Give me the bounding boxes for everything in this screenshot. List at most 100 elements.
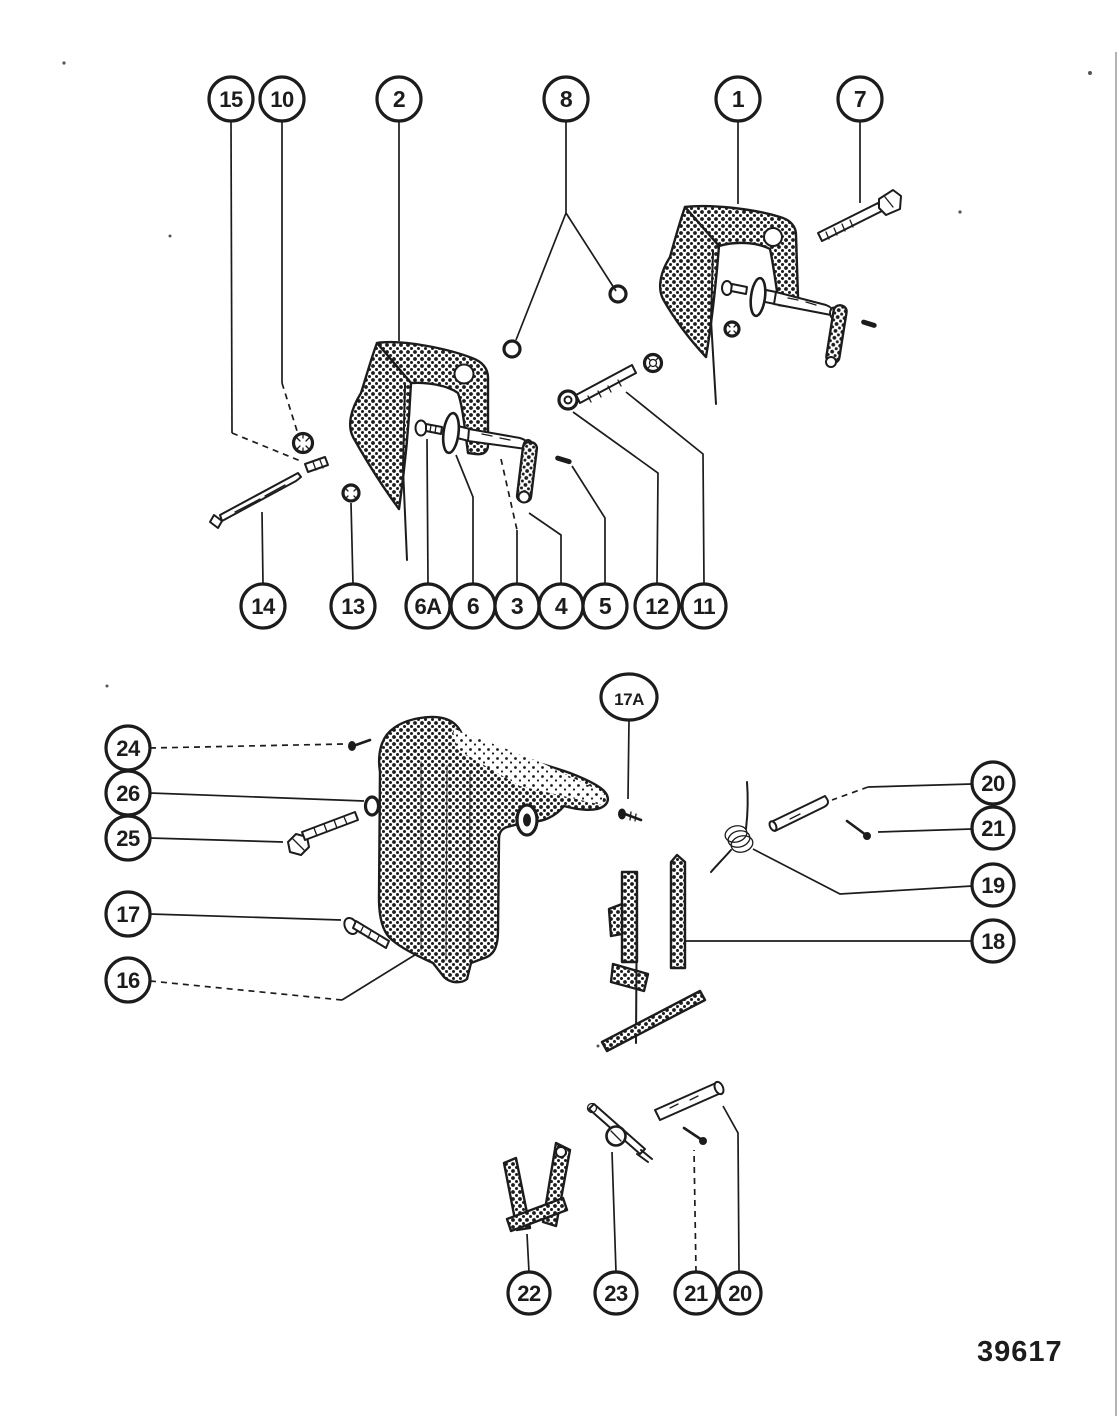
callout-number-21b: 21 bbox=[684, 1281, 708, 1306]
part-13-nut bbox=[341, 483, 361, 503]
part-23-pivot-pin-with-cotter bbox=[586, 1102, 653, 1163]
callout-11: 11 bbox=[625, 391, 728, 630]
part-6a-pad-screw-stbd bbox=[721, 280, 748, 296]
leader-line-3 bbox=[500, 458, 518, 531]
leader-line-8 bbox=[565, 212, 617, 292]
callout-number-5: 5 bbox=[599, 593, 612, 619]
callout-balloon-12 bbox=[633, 582, 681, 630]
part-2-clamp-bracket-port bbox=[349, 340, 490, 561]
callout-number-2: 2 bbox=[393, 86, 405, 112]
callout-number-1: 1 bbox=[732, 86, 745, 112]
callout-balloon-25 bbox=[104, 814, 152, 862]
part-24-screw bbox=[348, 738, 372, 751]
callout-number-25: 25 bbox=[116, 826, 140, 851]
callout-number-4: 4 bbox=[555, 593, 568, 619]
callout-balloon-19 bbox=[970, 862, 1016, 908]
part-8-seal-ring-left bbox=[502, 339, 522, 359]
callout-24: 24 bbox=[104, 724, 345, 772]
callout-number-22: 22 bbox=[517, 1281, 541, 1306]
bracket-bolt-hole bbox=[453, 363, 475, 385]
callout-14: 14 bbox=[239, 511, 287, 630]
callout-1: 1 bbox=[714, 75, 762, 204]
callout-number-14: 14 bbox=[251, 594, 276, 619]
part-6-clamp-screw-pad-stbd bbox=[749, 276, 777, 318]
leader-line-16 bbox=[149, 980, 343, 1001]
scan-specks bbox=[62, 61, 1092, 1048]
leader-line-21b bbox=[693, 1149, 697, 1273]
callout-17: 17 bbox=[104, 890, 342, 938]
part-25-bolt bbox=[287, 811, 359, 856]
callout-number-18: 18 bbox=[981, 929, 1005, 954]
callout-number-11: 11 bbox=[693, 594, 716, 619]
part-20-pivot-pin bbox=[768, 795, 829, 832]
leader-line-17A bbox=[627, 719, 630, 800]
part-5-pin bbox=[555, 455, 572, 465]
callout-number-3: 3 bbox=[511, 593, 523, 619]
part-16-swivel-bracket bbox=[377, 715, 610, 984]
leader-line-11 bbox=[625, 391, 705, 585]
callout-number-21: 21 bbox=[981, 816, 1005, 841]
callout-number-20: 20 bbox=[981, 771, 1005, 796]
leader-line-4 bbox=[528, 512, 562, 584]
callout-number-24: 24 bbox=[116, 736, 141, 761]
transom-plate-edge bbox=[709, 250, 717, 405]
callout-balloon-14 bbox=[239, 582, 287, 630]
part-13-nut-stbd bbox=[723, 320, 741, 338]
callout-balloon-23 bbox=[593, 1270, 639, 1316]
leader-line-12 bbox=[572, 411, 659, 585]
part-15-spacer-sleeve bbox=[304, 456, 329, 473]
part-5-pin-stbd bbox=[861, 319, 877, 328]
leader-line-22 bbox=[526, 1233, 530, 1273]
part-14-transom-rod bbox=[209, 472, 302, 529]
callout-number-20b: 20 bbox=[728, 1281, 752, 1306]
part-22-tilt-stop-lever bbox=[502, 1141, 572, 1233]
leader-line-6 bbox=[455, 454, 474, 584]
callout-number-16: 16 bbox=[116, 968, 140, 993]
callout-15: 15 bbox=[207, 75, 304, 463]
callout-number-17A: 17A bbox=[614, 690, 644, 709]
leader-line-21 bbox=[877, 828, 973, 833]
callout-balloon-21 bbox=[970, 805, 1016, 851]
transom-plate-edge bbox=[401, 384, 408, 561]
part-3-clamp-screw-shaft-stbd bbox=[773, 291, 839, 320]
callout-6A: 6A bbox=[404, 438, 452, 630]
figure-number: 39617 bbox=[977, 1336, 1063, 1368]
leader-line-23 bbox=[611, 1151, 617, 1273]
bracket-bolt-hole bbox=[763, 227, 783, 247]
leader-line-25 bbox=[149, 837, 284, 843]
callout-number-13: 13 bbox=[341, 594, 365, 619]
callout-balloon-5 bbox=[581, 582, 629, 630]
leader-line-10 bbox=[281, 382, 299, 435]
callout-balloon-17A bbox=[599, 672, 659, 722]
callout-17A: 17A bbox=[599, 672, 659, 800]
callout-25: 25 bbox=[104, 814, 284, 862]
callout-21b: 21 bbox=[673, 1149, 719, 1316]
callout-balloon-18 bbox=[970, 918, 1016, 964]
callout-26: 26 bbox=[104, 769, 365, 817]
leader-line-16 bbox=[341, 952, 419, 1001]
leader-line-19 bbox=[752, 848, 973, 895]
leader-line-20b bbox=[722, 1105, 740, 1273]
callout-22: 22 bbox=[506, 1233, 552, 1316]
part-17a-screw bbox=[618, 808, 643, 822]
part-1-clamp-bracket-starboard bbox=[659, 204, 800, 405]
leader-line-20 bbox=[867, 783, 973, 788]
leader-line-6A bbox=[426, 438, 429, 585]
callout-balloon-2 bbox=[375, 75, 423, 123]
callout-19: 19 bbox=[752, 848, 1016, 908]
callout-balloon-8 bbox=[542, 75, 590, 123]
part-19-spring bbox=[710, 781, 754, 873]
callout-6: 6 bbox=[449, 454, 497, 630]
part-6-clamp-screw-pad bbox=[441, 411, 471, 455]
callout-balloon-7 bbox=[836, 75, 884, 123]
leader-line-15 bbox=[230, 120, 233, 434]
callout-number-19: 19 bbox=[981, 873, 1005, 898]
leader-line-26 bbox=[149, 792, 365, 802]
part-7-transom-bolt bbox=[817, 189, 902, 242]
part-12-lock-washer bbox=[557, 389, 579, 411]
callout-balloon-13 bbox=[329, 582, 377, 630]
leader-line-17 bbox=[149, 913, 342, 921]
